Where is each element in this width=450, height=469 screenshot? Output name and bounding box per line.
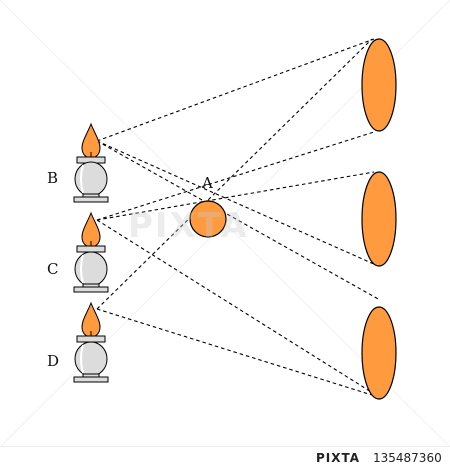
- label-c: C: [47, 260, 59, 278]
- footer-bar: PIXTA 135487360: [0, 446, 450, 469]
- ray-c-upper: [96, 171, 375, 221]
- ray-b-upper: [96, 38, 375, 142]
- shadow-middle: [361, 171, 397, 267]
- shadow-bottom: [361, 306, 397, 400]
- ray-d-lower: [96, 308, 373, 396]
- label-d: D: [47, 352, 60, 370]
- shadows: [361, 38, 397, 400]
- shadow-top: [361, 38, 397, 132]
- ray-cross-2: [96, 219, 377, 396]
- watermark-text: PIXTA: [128, 206, 249, 246]
- ray-cross-1: [96, 140, 381, 301]
- footer-brand: PIXTA: [316, 451, 361, 465]
- ball-a: [189, 200, 227, 238]
- ray-b-lower: [96, 140, 377, 266]
- label-b: B: [47, 169, 59, 187]
- ray-c-lower: [96, 131, 375, 221]
- lamp-b: [73, 122, 109, 203]
- ray-d-upper: [96, 38, 373, 310]
- label-a: A: [202, 174, 213, 192]
- lamp-c: [73, 211, 109, 293]
- light-rays: [96, 38, 381, 396]
- footer-image-id: 135487360: [373, 451, 442, 465]
- lamp-d: [73, 301, 109, 383]
